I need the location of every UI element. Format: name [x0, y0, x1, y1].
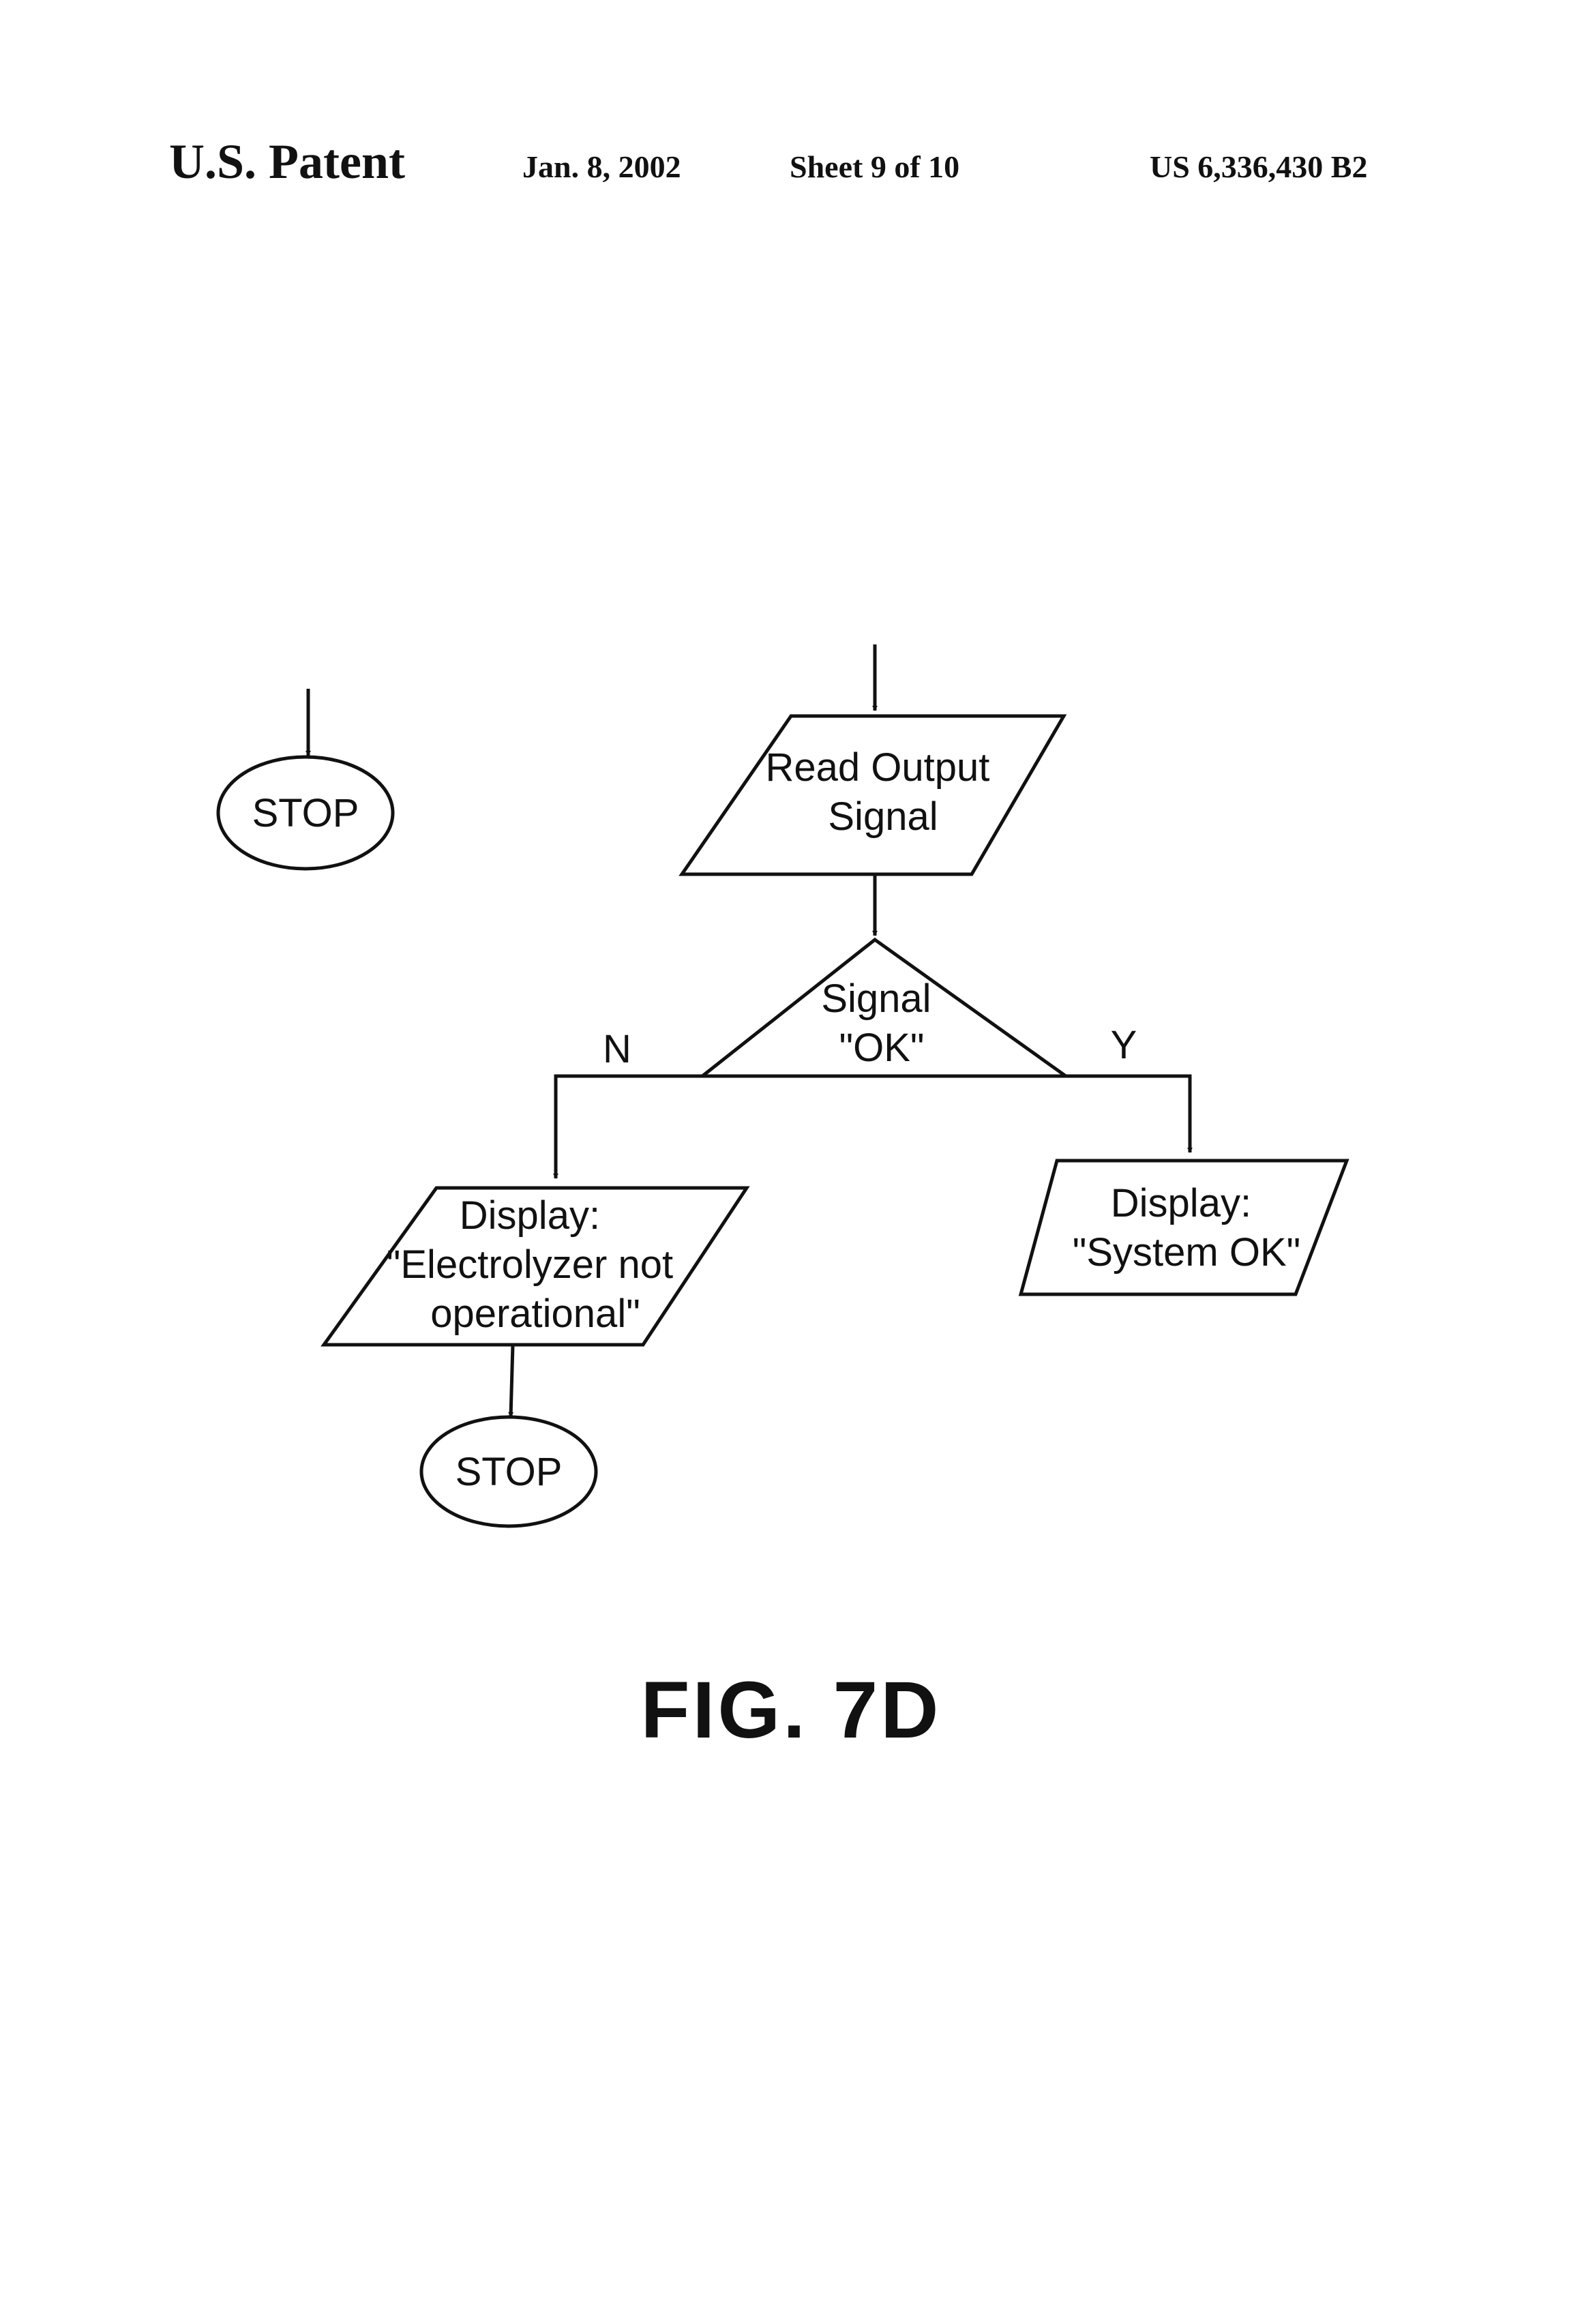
display-not-operational-line-2: "Electrolyzer not [387, 1242, 673, 1287]
display-system-ok-line-2: "System OK" [1073, 1230, 1300, 1275]
read-output-line-1: Read Output [765, 745, 989, 790]
decision-line-1: Signal [821, 977, 931, 1021]
branch-yes-line [1066, 1076, 1190, 1152]
branch-yes-label: Y [1111, 1023, 1137, 1067]
arrow-into-stop-bottom [511, 1345, 513, 1417]
read-output-line-2: Signal [828, 794, 938, 839]
figure-label: FIG. 7D [0, 1664, 1582, 1757]
stop-top-label: STOP [252, 791, 359, 835]
stop-bottom-label: STOP [456, 1450, 563, 1494]
display-system-ok-line-1: Display: [1111, 1181, 1251, 1225]
branch-no-label: N [603, 1027, 631, 1071]
display-not-operational-line-3: operational" [430, 1292, 640, 1336]
decision-line-2: "OK" [839, 1026, 925, 1070]
branch-no-line [556, 1076, 702, 1178]
display-not-operational-line-1: Display: [460, 1193, 600, 1238]
